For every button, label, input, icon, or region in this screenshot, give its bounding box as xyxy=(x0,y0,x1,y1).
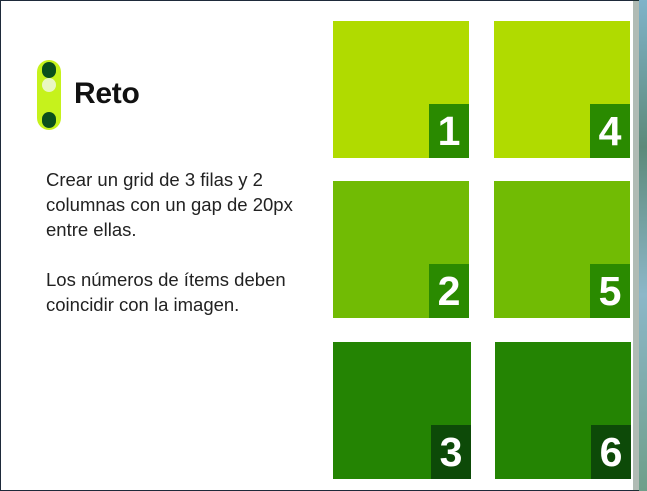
grid-item-5: 5 xyxy=(494,181,630,318)
grid-item-1: 1 xyxy=(333,21,469,158)
grid-item-number: 4 xyxy=(590,104,630,158)
instruction-paragraph-2: Los números de ítems deben coincidir con… xyxy=(46,269,286,315)
instruction-paragraph-1: Crear un grid de 3 filas y 2 columnas co… xyxy=(46,169,293,240)
grid-item-number: 2 xyxy=(429,264,469,318)
grid-item-number: 6 xyxy=(591,425,631,479)
grid-item-number: 3 xyxy=(431,425,471,479)
grid-item-2: 2 xyxy=(333,181,469,318)
grid-item-6: 6 xyxy=(495,342,631,479)
logo-icon xyxy=(37,60,61,130)
grid-item-4: 4 xyxy=(494,21,630,158)
background-strip xyxy=(639,0,647,491)
window-edge xyxy=(633,0,639,491)
grid-item-number: 1 xyxy=(429,104,469,158)
grid-item-3: 3 xyxy=(333,342,471,479)
grid-item-number: 5 xyxy=(590,264,630,318)
slide-title: Reto xyxy=(74,77,140,110)
